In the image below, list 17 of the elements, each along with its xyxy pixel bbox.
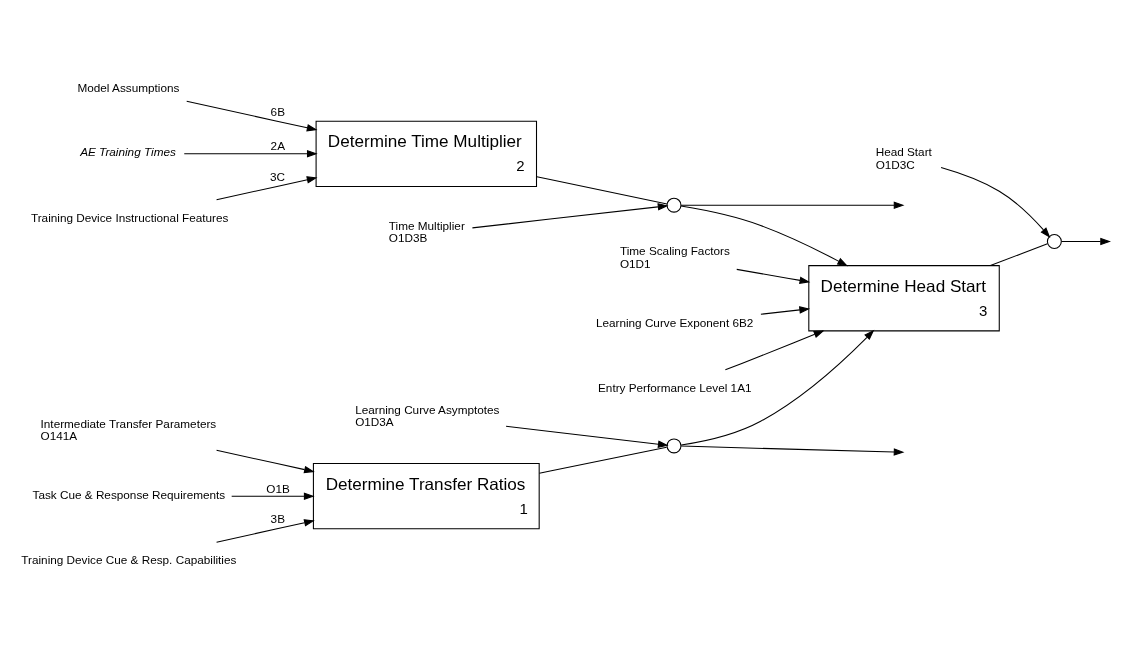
edge-label: O1B [266, 481, 290, 495]
node-text: Learning Curve Exponent 6B2 [595, 315, 754, 329]
node-text: Training Device Cue & Resp. Capabilities [21, 552, 237, 566]
edge-label: 3C [270, 169, 286, 183]
node-text: Task Cue & Response Requirements [32, 487, 226, 501]
edge-label: 3B [270, 511, 285, 525]
node-text: Entry Performance Level 1A1 [598, 380, 752, 394]
node-text: Training Device Instructional Features [30, 210, 229, 224]
node-text: Model Assumptions [77, 80, 180, 94]
node-text: Head Start O1D3C [875, 144, 932, 171]
node-text: Time Scaling Factors O1D1 [619, 243, 730, 270]
edge-label: 2A [270, 138, 285, 152]
node-text: Learning Curve Asymptotes O1D3A [355, 402, 500, 428]
edge-label: 6B [270, 104, 285, 118]
node-text: AE Training Times [80, 144, 176, 158]
node-text: Intermediate Transfer Parameters O141A [40, 416, 217, 442]
node-text: Time Multiplier O1D3B [388, 218, 465, 244]
